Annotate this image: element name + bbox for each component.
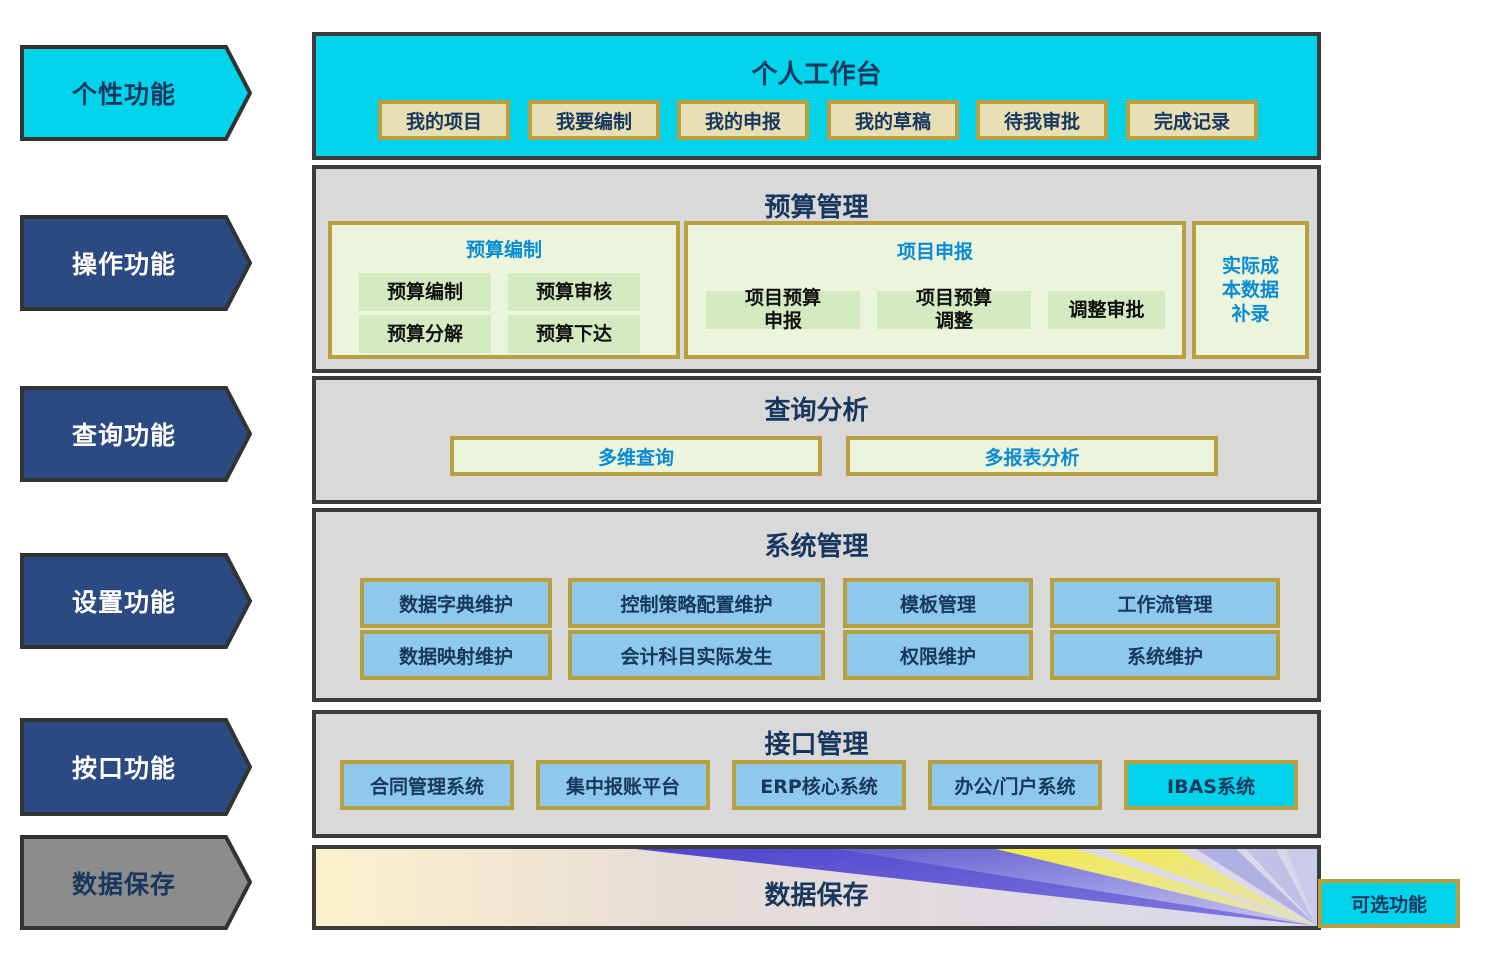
data-mapping-maintenance[interactable]: 数据映射维护	[360, 630, 552, 680]
multidim-query-item[interactable]: 多维查询	[450, 436, 822, 476]
project-budget-declare-item[interactable]: 项目预算 申报	[706, 287, 860, 332]
arrow-label: 个性功能	[71, 80, 176, 109]
panel-title: 个人工作台	[751, 60, 882, 90]
arrow-label: 数据保存	[71, 869, 176, 899]
office-portal-system[interactable]: 办公/门户系统	[928, 760, 1102, 810]
project-budget-adjust-item[interactable]: 项目预算 调整	[877, 287, 1031, 332]
arrow-shape	[20, 215, 252, 311]
panel-title: 接口管理	[764, 730, 869, 760]
arrow-shape	[20, 553, 252, 649]
storage-background-rays	[316, 849, 1317, 926]
workbench-item-pending-approval[interactable]: 待我审批	[976, 100, 1108, 140]
arrow-interface-functions: 按口功能	[20, 718, 252, 816]
panel-budget-management: 预算管理 预算编制 预算编制 预算审核 预算分解 预算下达 项目申报 项目预算 …	[312, 165, 1321, 373]
arrow-shape	[20, 835, 252, 930]
arrow-operation-functions: 操作功能	[20, 215, 252, 311]
workbench-item-my-declarations[interactable]: 我的申报	[677, 100, 809, 140]
arrow-label: 按口功能	[71, 754, 176, 783]
arrow-label: 查询功能	[71, 421, 176, 450]
panel-title: 系统管理	[764, 532, 869, 562]
arrow-settings-functions: 设置功能	[20, 553, 252, 649]
arrow-data-storage: 数据保存	[20, 835, 252, 930]
workbench-item-to-compile[interactable]: 我要编制	[528, 100, 660, 140]
centralized-reimbursement-platform[interactable]: 集中报账平台	[536, 760, 710, 810]
arrow-query-functions: 查询功能	[20, 386, 252, 482]
system-maintenance[interactable]: 系统维护	[1050, 630, 1280, 680]
panel-title: 预算管理	[764, 193, 869, 223]
panel-query-analysis: 查询分析 多维查询 多报表分析	[312, 376, 1321, 504]
arrow-shape	[20, 45, 252, 141]
budget-compile-item[interactable]: 预算编制	[359, 273, 491, 311]
panel-system-management: 系统管理 数据字典维护 控制策略配置维护 模板管理 工作流管理 数据映射维护 会…	[312, 508, 1321, 702]
panel-title: 查询分析	[764, 396, 869, 426]
adjust-approval-item[interactable]: 调整审批	[1048, 291, 1165, 329]
workbench-item-my-projects[interactable]: 我的项目	[378, 100, 510, 140]
budget-issue-item[interactable]: 预算下达	[508, 315, 640, 353]
arrow-label: 操作功能	[71, 250, 176, 279]
workbench-item-completed-records[interactable]: 完成记录	[1126, 100, 1258, 140]
control-policy-config[interactable]: 控制策略配置维护	[568, 578, 825, 628]
budget-decompose-item[interactable]: 预算分解	[359, 315, 491, 353]
multi-report-analysis-item[interactable]: 多报表分析	[846, 436, 1218, 476]
accounting-subject-actual[interactable]: 会计科目实际发生	[568, 630, 825, 680]
section-project-declaration: 项目申报 项目预算 申报 项目预算 调整 调整审批	[684, 221, 1186, 359]
legend-optional-function: 可选功能	[1318, 879, 1460, 928]
arrow-shape	[20, 718, 252, 816]
panel-data-storage: 数据保存	[312, 845, 1321, 930]
section-title: 项目申报	[896, 241, 973, 263]
erp-core-system[interactable]: ERP核心系统	[732, 760, 906, 810]
arrow-shape	[20, 386, 252, 482]
panel-title: 数据保存	[764, 881, 869, 911]
section-budget-compile: 预算编制 预算编制 预算审核 预算分解 预算下达	[328, 221, 680, 359]
actual-cost-data-entry[interactable]: 实际成 本数据 补录	[1192, 221, 1309, 359]
budget-review-item[interactable]: 预算审核	[508, 273, 640, 311]
section-title: 预算编制	[465, 239, 542, 261]
data-dictionary-maintenance[interactable]: 数据字典维护	[360, 578, 552, 628]
arrow-personal-functions: 个性功能	[20, 45, 252, 141]
panel-personal-workbench: 个人工作台 我的项目 我要编制 我的申报 我的草稿 待我审批 完成记录	[312, 32, 1321, 160]
permission-maintenance[interactable]: 权限维护	[843, 630, 1033, 680]
workbench-item-my-drafts[interactable]: 我的草稿	[827, 100, 959, 140]
ibas-system[interactable]: IBAS系统	[1124, 760, 1298, 810]
panel-interface-management: 接口管理 合同管理系统 集中报账平台 ERP核心系统 办公/门户系统 IBAS系…	[312, 710, 1321, 838]
arrow-label: 设置功能	[71, 588, 176, 617]
contract-management-system[interactable]: 合同管理系统	[340, 760, 514, 810]
template-management[interactable]: 模板管理	[843, 578, 1033, 628]
workflow-management[interactable]: 工作流管理	[1050, 578, 1280, 628]
